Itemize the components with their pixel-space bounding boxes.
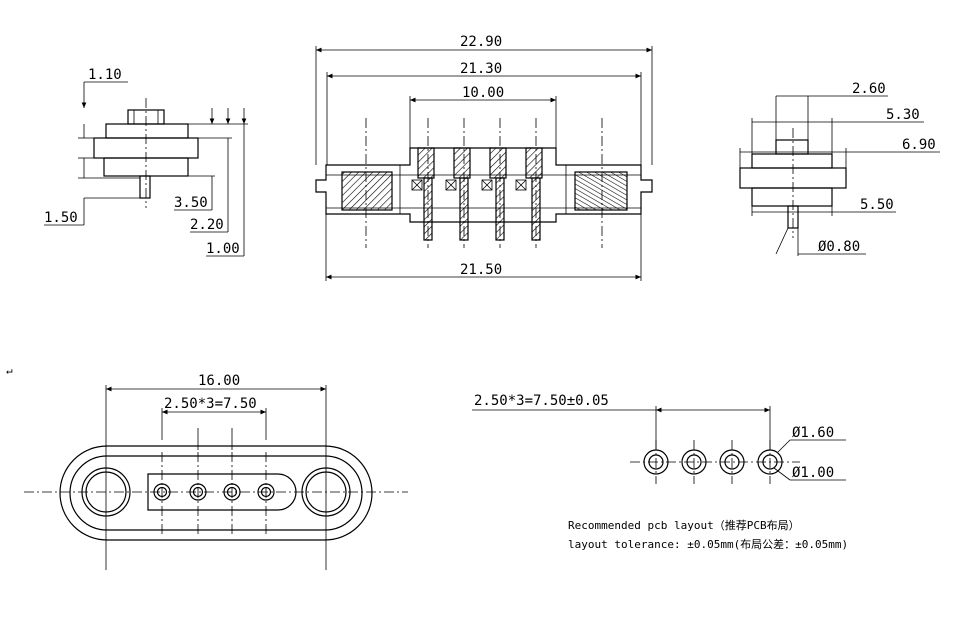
dim-1-50: 1.50 xyxy=(44,210,78,226)
dim-3-50: 3.50 xyxy=(174,195,208,211)
dim-1-10: 1.10 xyxy=(88,67,122,83)
dim-10-00: 10.00 xyxy=(462,85,504,101)
dim-5-30: 5.30 xyxy=(886,107,920,123)
pcb-note-line1: Recommended pcb layout（推荐PCB布局） xyxy=(568,518,800,532)
dim-2-20: 2.20 xyxy=(190,217,224,233)
pcb-note-line2: layout tolerance: ±0.05mm(布局公差：±0.05mm) xyxy=(568,537,848,551)
front-section-view: 22.90 21.30 10.00 21.50 xyxy=(315,34,653,281)
dim-21-50: 21.50 xyxy=(460,262,502,278)
pcb-layout: 2.50*3=7.50±0.05 Ø1.60 Ø1.00 Recommended… xyxy=(472,393,848,551)
pcb-outer-diameter: Ø1.60 xyxy=(792,425,834,441)
right-side-view: 2.60 5.30 6.90 5.50 Ø0.80 xyxy=(739,81,940,256)
pcb-inner-diameter: Ø1.00 xyxy=(792,465,834,481)
bottom-view: 16.00 2.50*3=7.50 xyxy=(24,373,408,570)
dim-1-00: 1.00 xyxy=(206,241,240,257)
dim-pitch-bottom: 2.50*3=7.50 xyxy=(164,396,257,412)
dim-diameter-0-80: Ø0.80 xyxy=(818,239,860,255)
pcb-pitch-label: 2.50*3=7.50±0.05 xyxy=(474,393,609,409)
dim-2-60: 2.60 xyxy=(852,81,886,97)
dim-22-90: 22.90 xyxy=(460,34,502,50)
dim-5-50: 5.50 xyxy=(860,197,894,213)
dim-16-00: 16.00 xyxy=(198,373,240,389)
left-side-view: 1.10 1.50 3.50 2.20 1.00 xyxy=(44,67,248,257)
dim-21-30: 21.30 xyxy=(460,61,502,77)
stray-mark: ↵ xyxy=(6,364,13,377)
dim-6-90: 6.90 xyxy=(902,137,936,153)
